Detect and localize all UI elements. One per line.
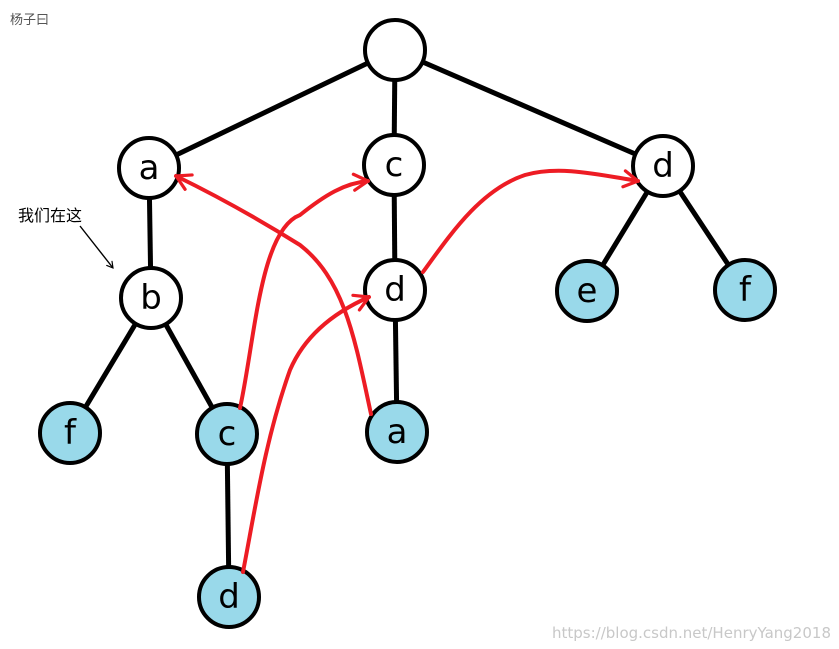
node-label: d [218, 577, 240, 617]
tree-edge-root-d1 [394, 47, 664, 169]
node-circle [365, 400, 429, 464]
fail-pointer-d2-to-d1 [421, 168, 640, 274]
author-label: 杨子曰 [10, 13, 50, 28]
tree-node-d1: d [631, 134, 695, 198]
tree-node-c1: c [362, 133, 426, 197]
tree-node-b1: b [119, 266, 183, 330]
node-label: b [140, 278, 162, 318]
annotation-text: 我们在这 [18, 206, 83, 225]
node-circle [555, 259, 619, 323]
node-label: e [577, 271, 598, 311]
node-label: a [139, 148, 160, 188]
node-label: c [385, 145, 404, 185]
tree-node-root [363, 18, 427, 82]
tree-node-a1: a [117, 136, 181, 200]
node-label: d [652, 146, 674, 186]
node-label: d [384, 270, 406, 310]
tree-edge-root-a1 [147, 47, 397, 171]
fail-pointer-a2-to-a1 [174, 173, 373, 416]
node-circle [363, 258, 427, 322]
node-circle [38, 401, 102, 465]
watermark: https://blog.csdn.net/HenryYang2018 [551, 624, 831, 642]
tree-node-c2: c [195, 402, 259, 466]
fail-pointer-d3-to-d2 [241, 293, 371, 574]
tree-node-f1: f [38, 401, 102, 465]
tree-node-a2: a [365, 400, 429, 464]
tree-node-d2: d [363, 258, 427, 322]
node-circle [117, 136, 181, 200]
node-label: a [387, 412, 408, 452]
tree-node-d3: d [197, 565, 261, 629]
node-circle [362, 133, 426, 197]
node-circle [363, 18, 427, 82]
node-label: f [739, 270, 752, 310]
node-circle [713, 258, 777, 322]
node-circle [195, 402, 259, 466]
node-label: f [64, 413, 77, 453]
tree-node-f2: f [713, 258, 777, 322]
node-label: c [218, 414, 237, 454]
fail-pointer-c2-to-c1 [238, 172, 370, 410]
annotation-arrow [79, 225, 114, 269]
tree-node-e1: e [555, 259, 619, 323]
node-circle [631, 134, 695, 198]
node-circle [197, 565, 261, 629]
node-circle [119, 266, 183, 330]
